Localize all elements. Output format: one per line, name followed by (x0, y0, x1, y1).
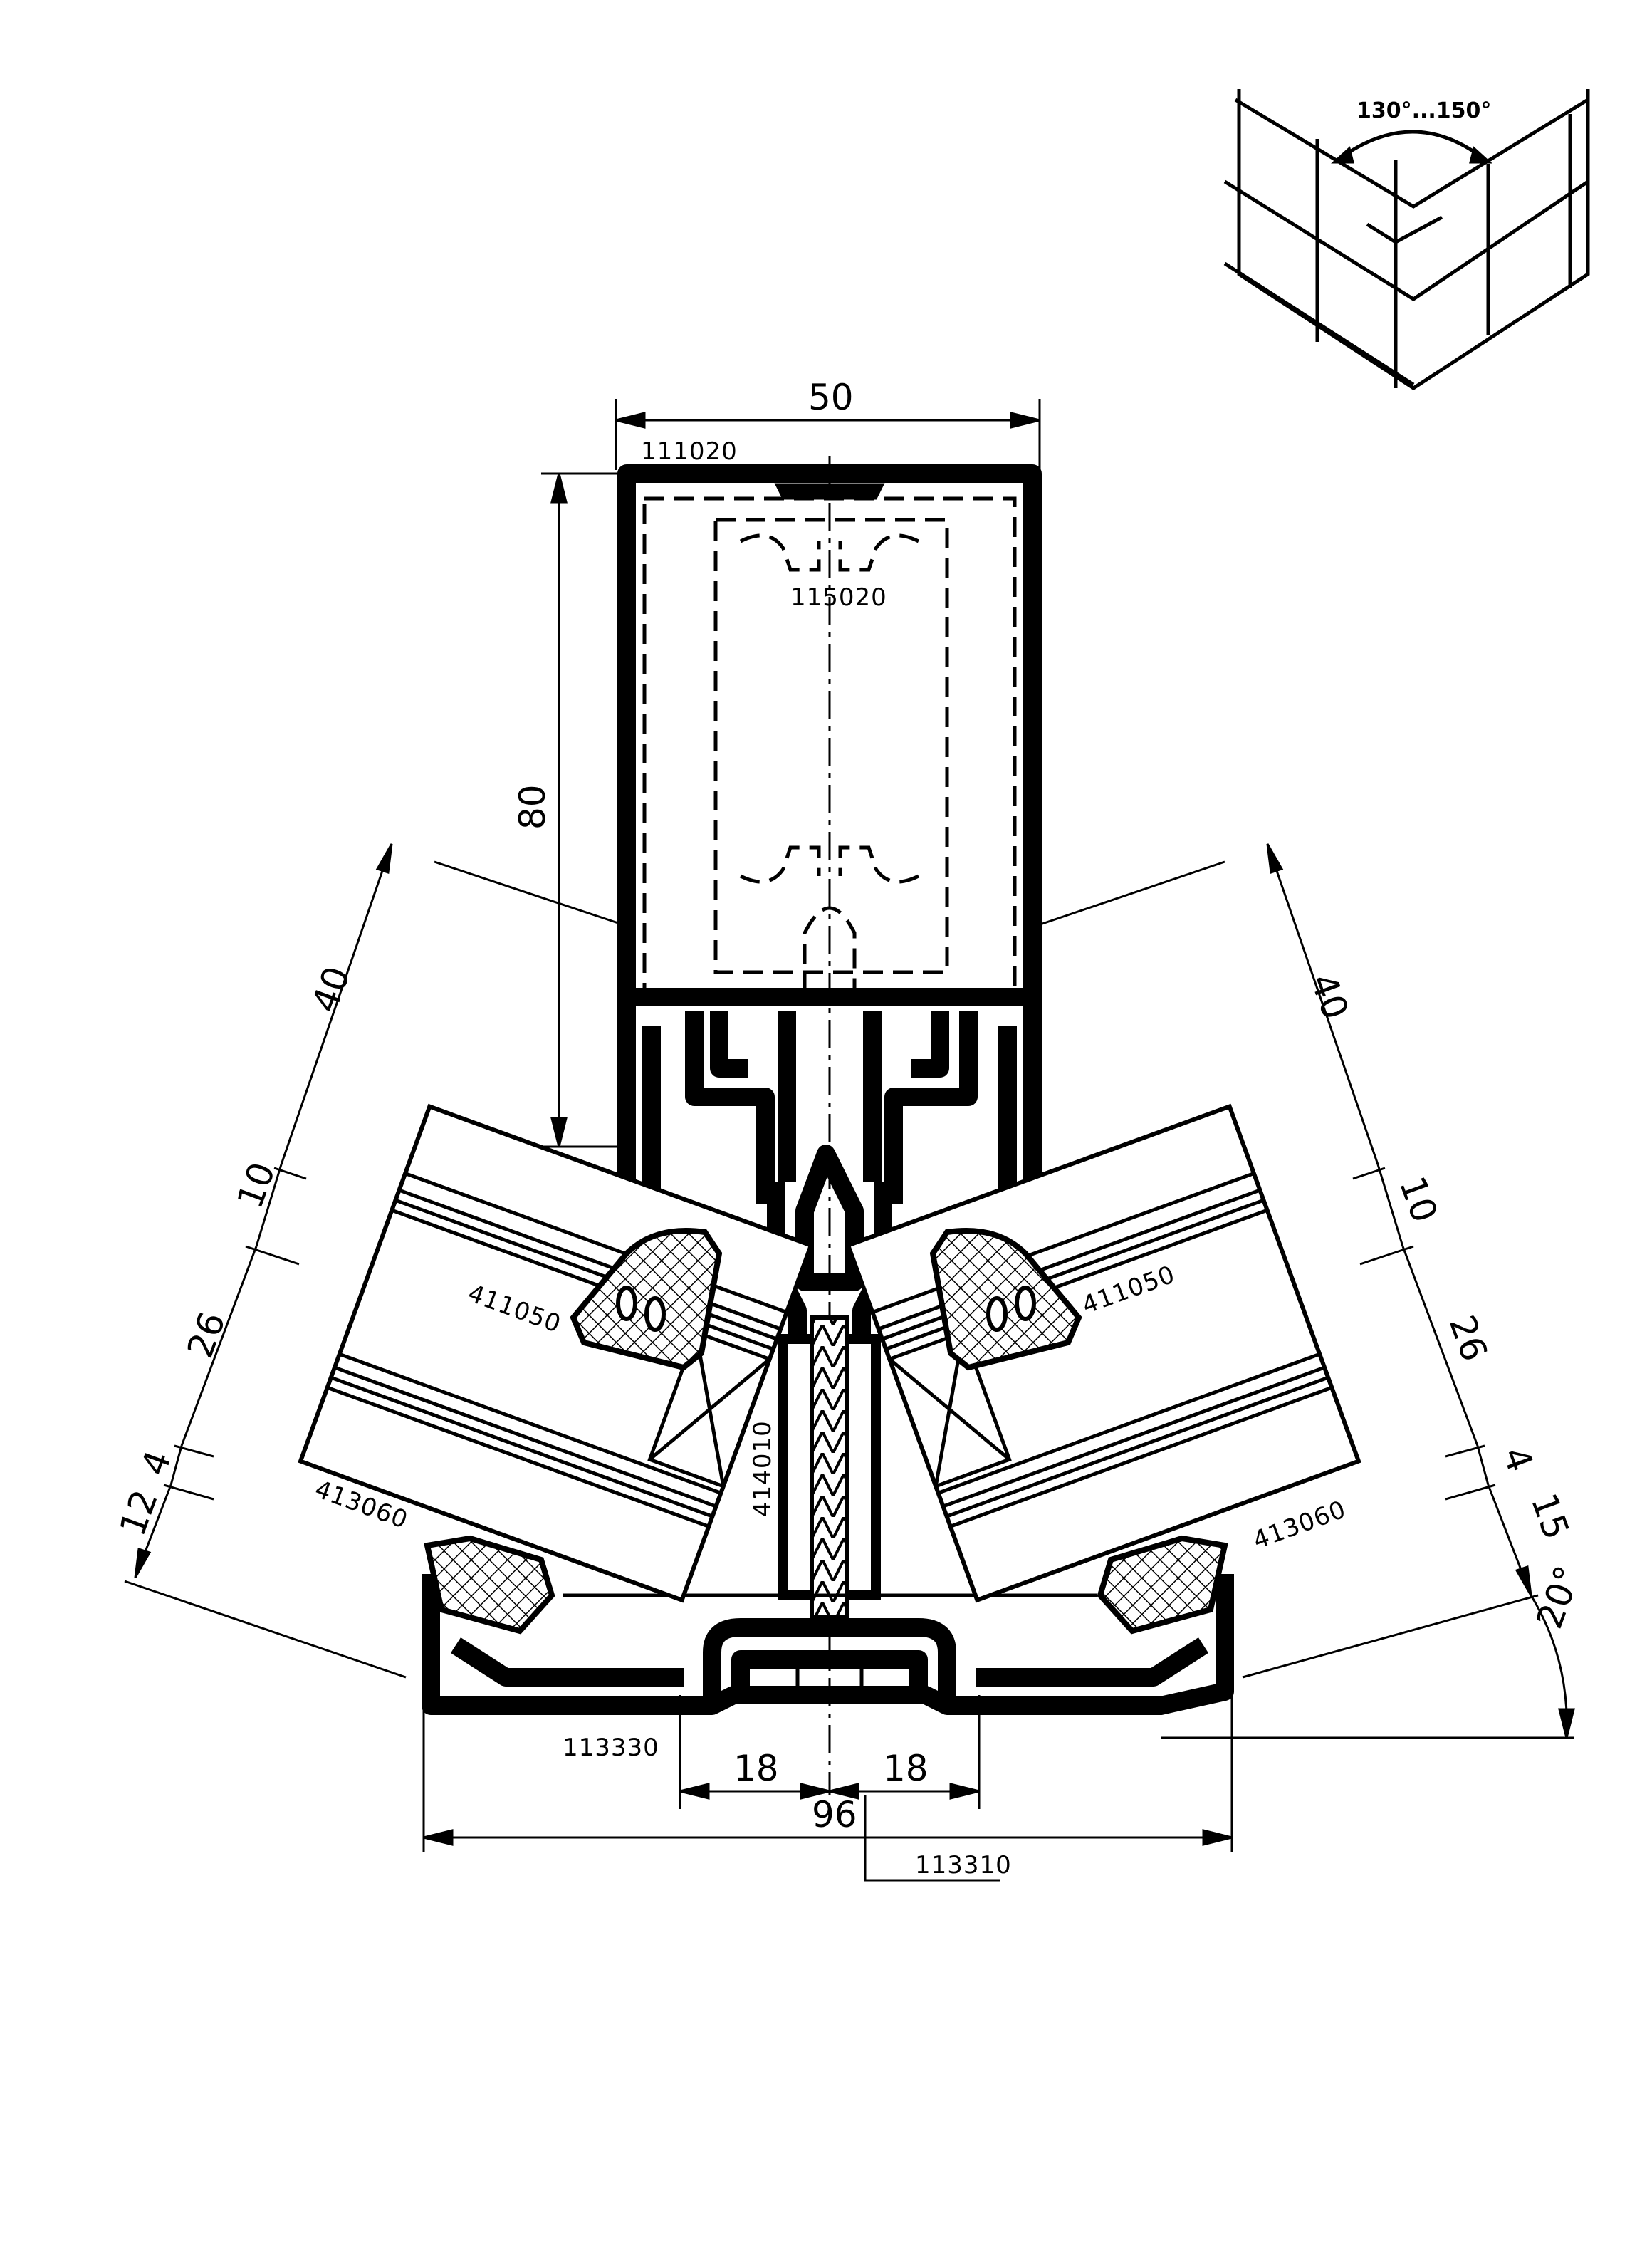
dim-bottom-total: 96 (812, 1794, 857, 1835)
dim-width-top: 50 (808, 377, 854, 418)
pressure-plate-code: 113310 (915, 1851, 1012, 1880)
cover-code: 113330 (563, 1734, 659, 1762)
dim-left-pane-b: 12 (112, 1484, 166, 1541)
dim-height-mullion: 80 (512, 784, 553, 830)
dim-left-glass-total: 40 (304, 961, 358, 1018)
dim-right-glass-total: 40 (1302, 968, 1356, 1025)
corner-angle-label: 130°...150° (1356, 98, 1491, 123)
mullion-code: 111020 (641, 437, 738, 466)
screw-code: 414010 (748, 1420, 777, 1517)
left-glazing (298, 1103, 814, 1603)
dim-angle: 20° (1529, 1560, 1589, 1634)
dim-right-pane-a: 26 (1441, 1310, 1495, 1367)
dim-right-gap: 10 (1391, 1171, 1446, 1228)
dim-left-spacer: 4 (133, 1445, 179, 1481)
dim-right-spacer: 4 (1495, 1442, 1541, 1477)
dim-bottom-half-right: 18 (883, 1748, 929, 1789)
dim-left-pane-a: 26 (179, 1306, 234, 1363)
insert-profile: 115020 (642, 496, 1017, 996)
dim-bottom-half-left: 18 (733, 1748, 779, 1789)
screw-assembly: 414010 (748, 1145, 892, 1619)
pressure-plate: 113330 (422, 1574, 1234, 1762)
insert-code: 115020 (790, 583, 887, 612)
dimension-lines (124, 399, 1575, 1882)
gasket-inner-right-code: 413060 (1249, 1495, 1349, 1555)
dim-right-pane-b: 15 (1523, 1488, 1577, 1545)
dim-left-gap: 10 (229, 1157, 283, 1214)
corner-inset: 130°...150° (1223, 89, 1590, 390)
